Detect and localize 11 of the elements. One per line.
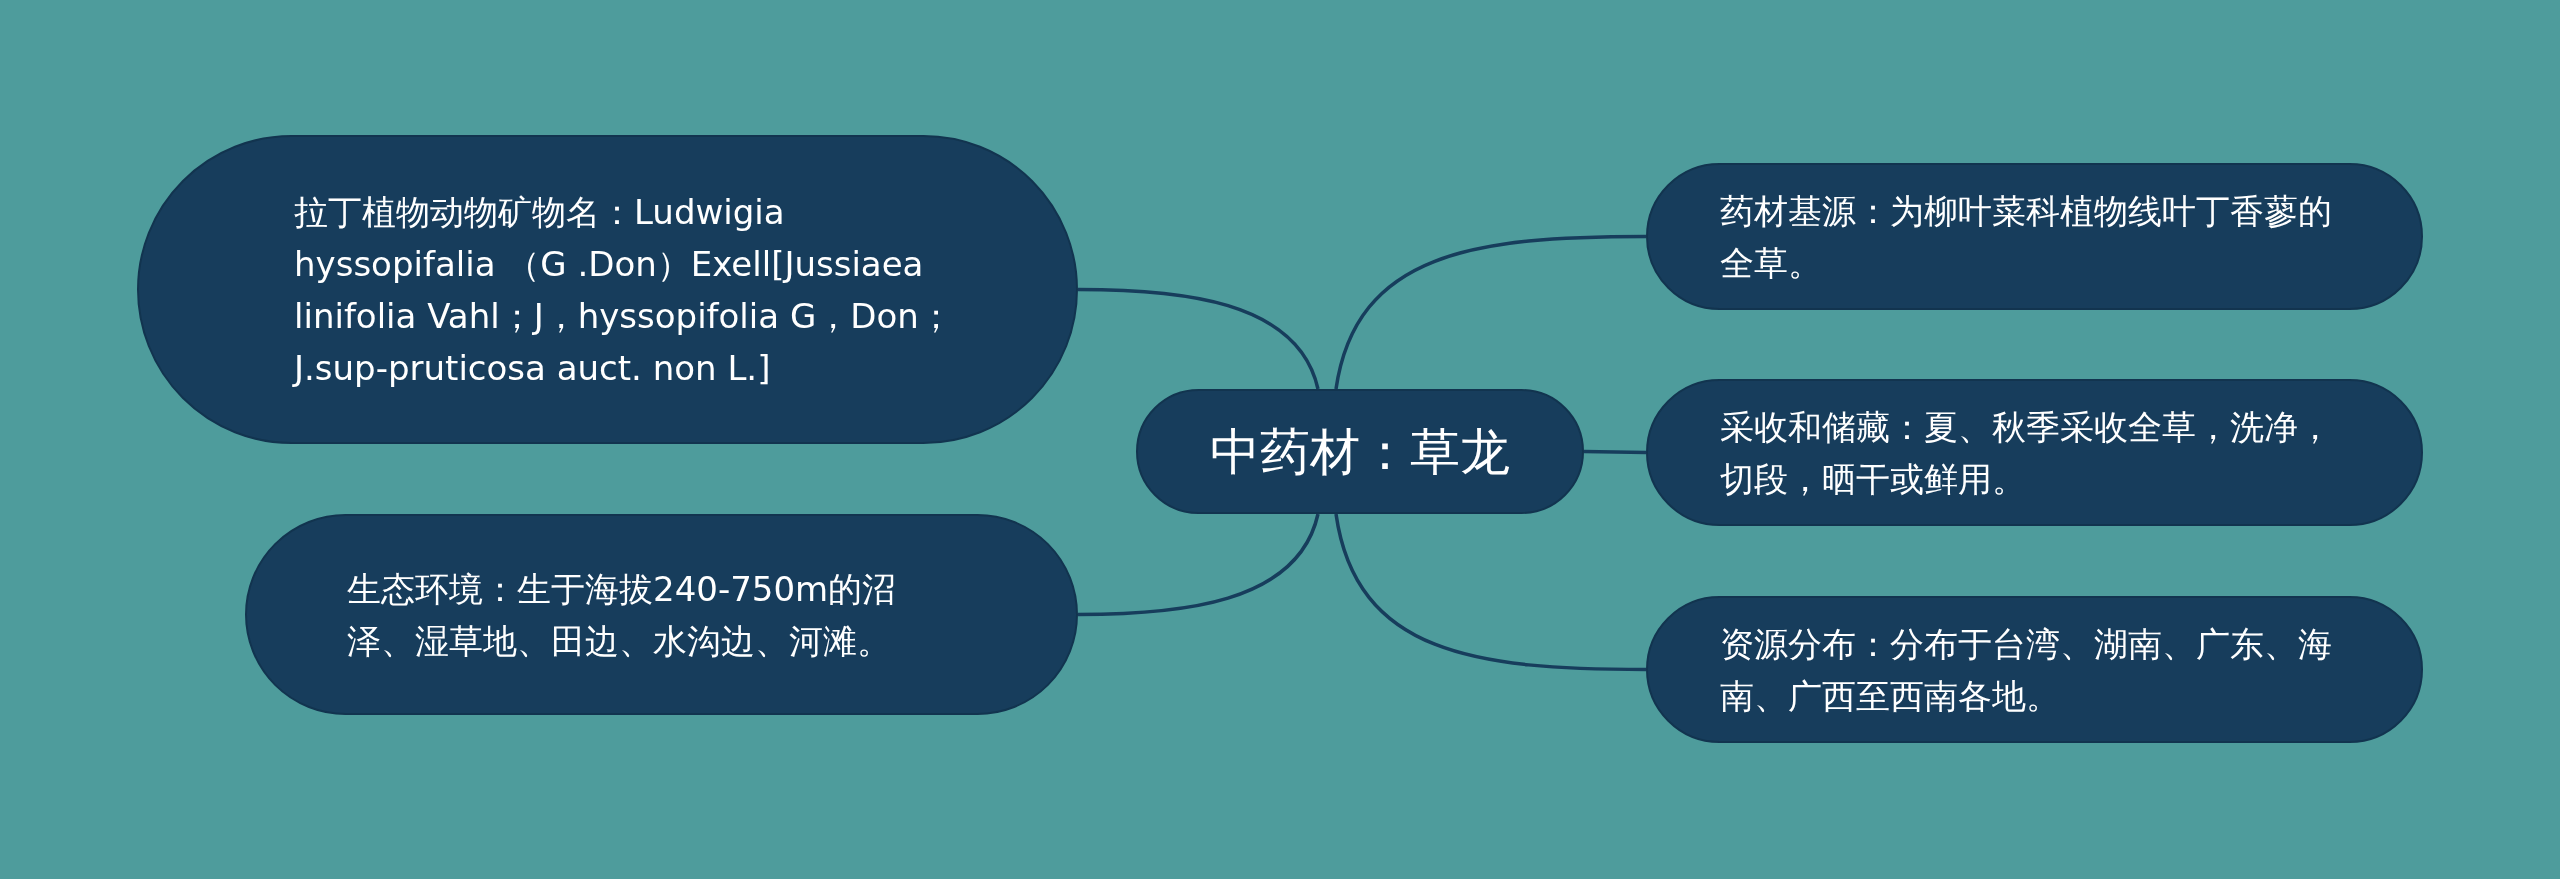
connector-line [1334, 234, 1646, 390]
topic-box: 采收和储藏：夏、秋季采收全草，洗净，切段，晒干或鲜用。 [1646, 379, 2423, 526]
topic-box: 生态环境：生于海拔240-750m的沼泽、湿草地、田边、水沟边、河滩。 [245, 514, 1078, 715]
connector-line [1334, 513, 1646, 672]
topic-box: 拉丁植物动物矿物名：Ludwigia hyssopifalia （G .Don）Exell[Jussiaea linifolia Vahl；J，hyssopifolia G，Don；J.sup-pruticosa auct. non L.] [137, 135, 1078, 444]
topic-box: 资源分布：分布于台湾、湖南、广东、海南、广西至西南各地。 [1646, 596, 2423, 743]
topic-box: 药材基源：为柳叶菜科植物线叶丁香蓼的全草。 [1646, 163, 2423, 310]
central-topic-box: 中药材：草龙 [1136, 389, 1584, 514]
connector-line [1078, 513, 1320, 617]
connector-line [1583, 449, 1647, 455]
connector-line [1078, 287, 1320, 390]
